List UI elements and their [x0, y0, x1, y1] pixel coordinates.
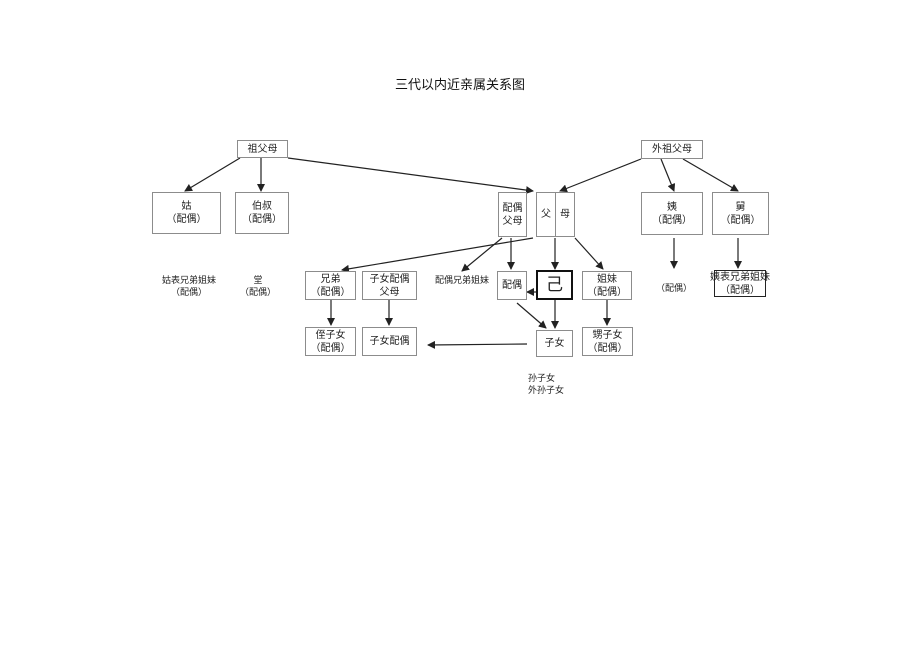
node-label: 母	[560, 209, 570, 220]
node-aunt-maternal: 姨 （配偶）	[641, 192, 703, 235]
node-grandparents: 祖父母	[237, 140, 288, 158]
label-line: 配偶兄弟姐妹	[434, 276, 489, 286]
node-cousins-maternal: 姨表兄弟姐妹 （配偶）	[710, 270, 770, 297]
arrow-children-children-spouse	[427, 340, 528, 349]
node-self: 己	[536, 270, 573, 300]
node-nephews: 侄子女 （配偶）	[305, 327, 356, 356]
node-label: 甥子女	[592, 329, 623, 341]
arrow-spouse-children	[516, 302, 547, 329]
arrow-maternal-aunt	[660, 158, 676, 192]
node-label: 兄弟	[320, 273, 341, 285]
node-label: 姨表兄弟姐妹	[710, 271, 770, 283]
node-label: 姨	[667, 201, 677, 213]
label-cousins-paternal-aunt: 姑表兄弟姐妹 （配偶）	[159, 275, 219, 299]
arrow-grandparents-aunt	[184, 157, 241, 192]
node-sublabel: （配偶）	[587, 342, 628, 354]
node-sublabel: 父母	[379, 286, 400, 298]
node-spouse-parents: 配偶 父母	[498, 192, 527, 237]
node-label: 外祖父母	[652, 144, 692, 155]
arrow-parents-brothers	[341, 237, 534, 273]
node-children: 子女	[536, 330, 573, 357]
label-grandchildren: 孙子女 外孙子女	[528, 373, 572, 397]
arrow-parents-sisters	[574, 237, 604, 270]
node-sublabel: （配偶）	[720, 214, 761, 226]
node-label: 子女	[544, 338, 565, 349]
node-label: 子女配偶	[369, 336, 410, 347]
label-line: 姑表兄弟姐妹	[161, 276, 216, 286]
node-label: 伯叔	[252, 201, 272, 212]
node-children-spouse-parents: 子女配偶 父母	[362, 271, 417, 300]
node-sublabel: （配偶）	[720, 284, 760, 296]
label-cousins-paternal: 堂 （配偶）	[238, 275, 278, 299]
node-maternal-grandparents: 外祖父母	[641, 140, 703, 159]
node-label: 己	[546, 274, 563, 295]
node-sublabel: （配偶）	[166, 214, 207, 225]
node-brothers: 兄弟 （配偶）	[305, 271, 356, 300]
arrow-grandparents-father	[287, 157, 534, 195]
arrow-maternal-uncle	[682, 158, 739, 192]
node-aunt-paternal: 姑 （配偶）	[152, 192, 221, 234]
node-label: 姑	[181, 201, 192, 212]
node-label: 配偶	[502, 280, 522, 291]
node-children-spouse: 子女配偶	[362, 327, 417, 356]
label-line: （配偶）	[170, 288, 207, 298]
node-spouse: 配偶	[497, 271, 527, 300]
label-spouse-siblings: 配偶兄弟姐妹	[434, 275, 490, 287]
node-label: 父	[541, 209, 551, 220]
label-line: （配偶）	[239, 288, 276, 298]
node-sisters: 姐妹 （配偶）	[582, 271, 632, 300]
node-label: 配偶	[502, 202, 523, 214]
label-line: 外孙子女	[528, 386, 565, 396]
node-sisters-children: 甥子女 （配偶）	[582, 327, 633, 356]
node-label: 姐妹	[597, 273, 617, 285]
node-label: 子女配偶	[369, 273, 410, 285]
node-father: 父	[536, 192, 556, 237]
node-sublabel: 父母	[502, 215, 523, 227]
node-sublabel: （配偶）	[587, 286, 627, 298]
arrow-parents-spouse-siblings	[461, 237, 503, 272]
arrow-maternal-mother	[559, 158, 642, 193]
label-line: （配偶）	[655, 284, 692, 294]
node-uncle-paternal: 伯叔 （配偶）	[235, 192, 289, 234]
label-line: 孙子女	[528, 374, 556, 384]
node-sublabel: （配偶）	[652, 214, 692, 226]
node-uncle-maternal: 舅 （配偶）	[712, 192, 769, 235]
node-label: 舅	[735, 201, 746, 213]
label-line: 堂	[253, 276, 263, 286]
node-sublabel: （配偶）	[310, 286, 351, 298]
node-sublabel: （配偶）	[310, 342, 351, 354]
label-maternal-cousins-spouse: （配偶）	[652, 283, 696, 295]
node-mother: 母	[555, 192, 575, 237]
node-label: 祖父母	[247, 143, 278, 155]
node-sublabel: （配偶）	[242, 214, 282, 225]
node-label: 侄子女	[315, 329, 346, 341]
page-title: 三代以内近亲属关系图	[394, 78, 525, 93]
